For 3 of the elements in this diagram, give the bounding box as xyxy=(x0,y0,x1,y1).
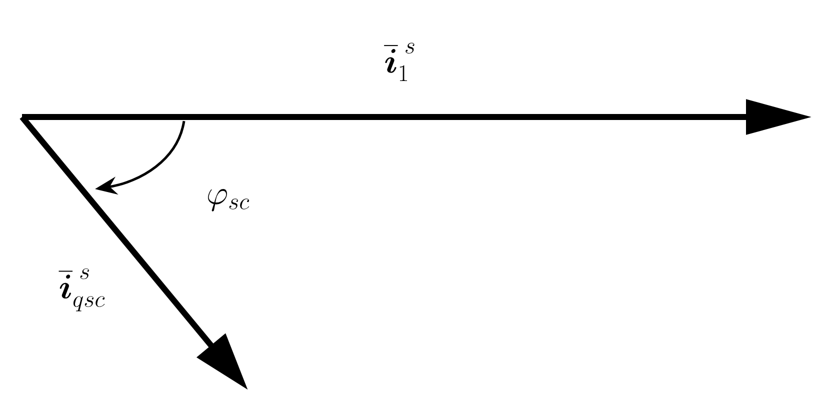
formula-label: $\varphi_{sc}$ xyxy=(208,189,250,212)
formula-label: $\overline{\boldsymbol{i}}_{1}^{\;s}$ xyxy=(384,42,414,81)
formula-label: $\overline{\boldsymbol{i}}_{qsc}^{\;s}$ xyxy=(58,268,105,312)
